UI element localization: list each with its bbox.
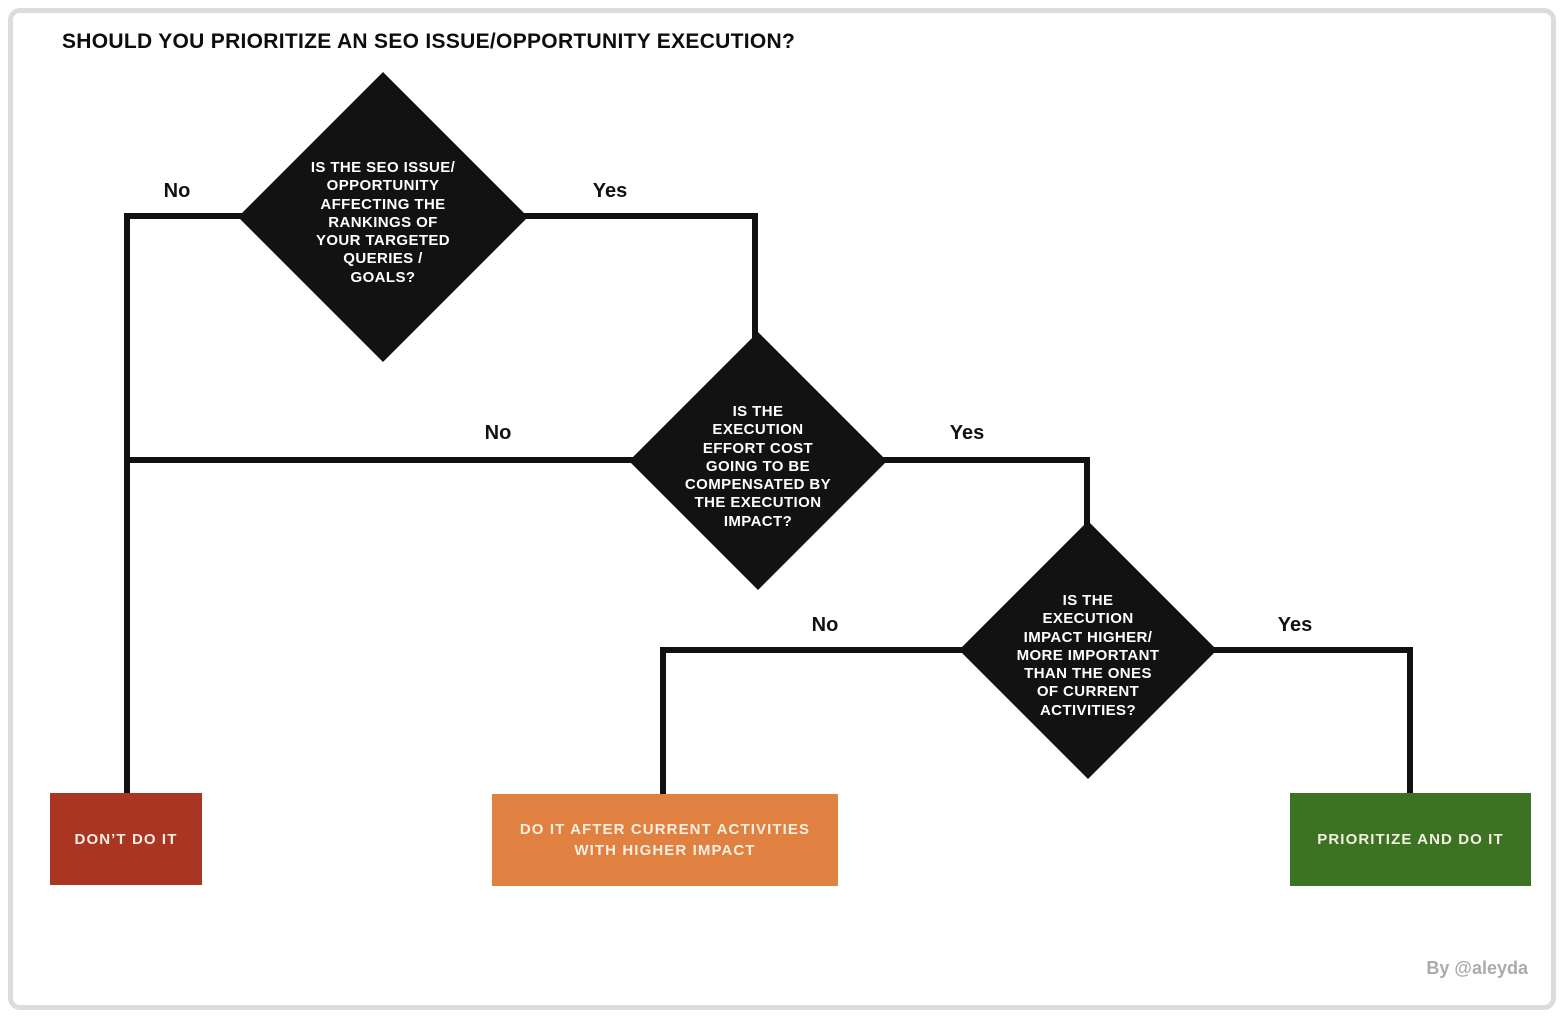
outcome-label: PRIORITIZE AND DO IT [1317,831,1504,848]
connector-no-1-horizontal [124,213,246,219]
connector-yes-2-horizontal [880,457,1090,463]
branch-label-yes-1: Yes [592,180,628,202]
connector-yes-2-vertical [1084,457,1090,529]
connector-no-2-horizontal [124,457,636,463]
decision-question: IS THE EXECUTION EFFORT COST GOING TO BE… [684,402,832,530]
outcome-box-prioritize: PRIORITIZE AND DO IT [1290,793,1531,886]
outcome-box-dont-do-it: DON’T DO IT [50,793,202,885]
page-title: SHOULD YOU PRIORITIZE AN SEO ISSUE/OPPOR… [62,30,796,53]
credit-text: By @aleyda [1426,958,1528,978]
branch-label-no-3: No [811,614,839,636]
branch-label-yes-2: Yes [949,422,985,444]
connector-yes-1-horizontal [520,213,758,219]
outcome-label: DON’T DO IT [74,830,178,848]
branch-label-no-2: No [484,422,512,444]
connector-yes-1-vertical [752,213,758,339]
decision-diamond-effort-cost: IS THE EXECUTION EFFORT COST GOING TO BE… [629,332,887,590]
decision-question: IS THE EXECUTION IMPACT HIGHER/ MORE IMP… [1016,591,1160,719]
decision-question: IS THE SEO ISSUE/ OPPORTUNITY AFFECTING … [310,158,456,286]
connector-no-3-horizontal [660,647,968,653]
connector-yes-3-vertical [1407,647,1413,796]
outcome-box-do-it-after: DO IT AFTER CURRENT ACTIVITIES WITH HIGH… [492,794,838,886]
decision-diamond-rankings: IS THE SEO ISSUE/ OPPORTUNITY AFFECTING … [238,72,528,362]
branch-label-yes-3: Yes [1277,614,1313,636]
branch-label-no-1: No [163,180,191,202]
connector-no-1-vertical [124,213,130,795]
outcome-label: DO IT AFTER CURRENT ACTIVITIES WITH HIGH… [519,821,811,859]
decision-diamond-impact-higher: IS THE EXECUTION IMPACT HIGHER/ MORE IMP… [959,521,1217,779]
connector-yes-3-horizontal [1209,647,1413,653]
connector-no-3-vertical [660,647,666,797]
